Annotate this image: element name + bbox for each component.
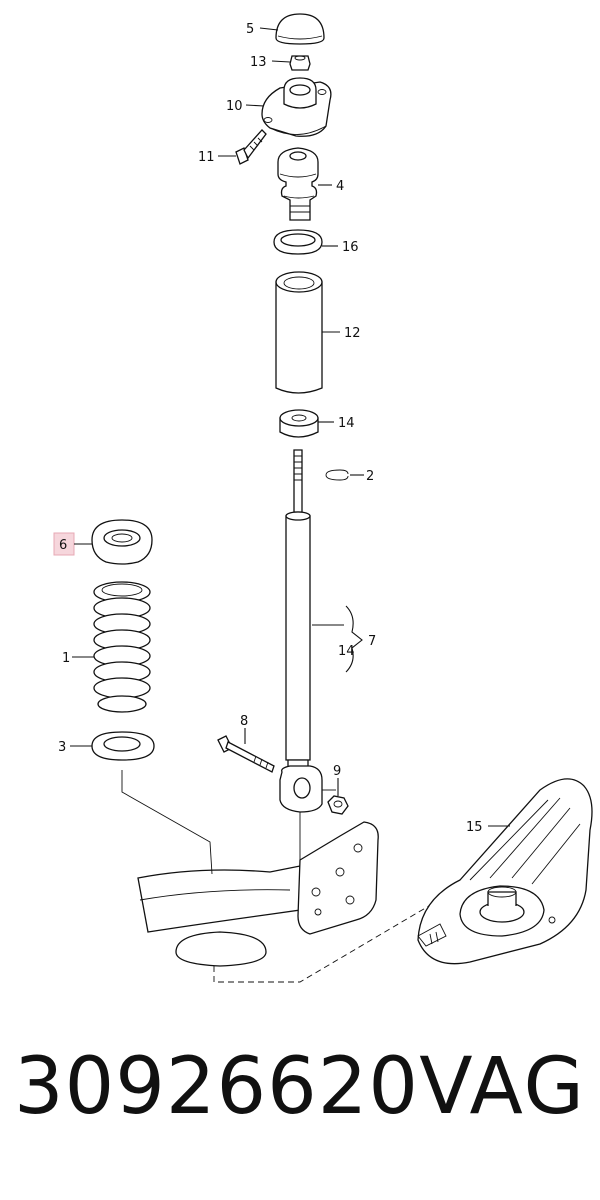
callout-5: 5 bbox=[246, 22, 254, 37]
callout-8: 8 bbox=[240, 714, 248, 729]
brand-name: VAG bbox=[419, 1042, 586, 1132]
callout-14b: 14 bbox=[338, 644, 355, 659]
part-number: 30926620 bbox=[14, 1042, 420, 1132]
callout-7: 7 bbox=[368, 634, 376, 649]
part-10-strut-mount bbox=[261, 77, 332, 137]
part-11-bolt bbox=[235, 129, 267, 165]
callout-1: 1 bbox=[62, 651, 70, 666]
part-1-coil-spring bbox=[93, 581, 151, 713]
exploded-parts-diagram: 5 13 10 11 4 16 bbox=[53, 13, 593, 983]
part-14-buffer bbox=[279, 409, 319, 438]
callout-9: 9 bbox=[333, 764, 341, 779]
part-9-nut bbox=[327, 795, 349, 815]
rear-axle-beam bbox=[137, 821, 379, 967]
part-13-nut bbox=[289, 55, 311, 71]
callout-11: 11 bbox=[198, 150, 215, 165]
callout-14a: 14 bbox=[338, 416, 355, 431]
part-6-spring-seat bbox=[91, 519, 153, 565]
part-15-spring-seat-bracket bbox=[417, 778, 593, 965]
part-4-bump-stop bbox=[277, 147, 319, 221]
callout-10: 10 bbox=[226, 99, 243, 114]
part-5-dome-cap bbox=[275, 13, 325, 45]
shock-absorber bbox=[279, 449, 336, 813]
part-8-bolt bbox=[217, 735, 275, 773]
footer: 30926620 VAG bbox=[0, 1040, 600, 1150]
callout-12: 12 bbox=[344, 326, 361, 341]
callout-3: 3 bbox=[58, 740, 66, 755]
part-3-lower-spring-pad bbox=[91, 731, 155, 761]
callout-15: 15 bbox=[466, 820, 483, 835]
part-16-ring bbox=[273, 229, 323, 255]
callout-6: 6 bbox=[59, 538, 67, 553]
part-12-protective-tube bbox=[275, 271, 323, 394]
part-2-circlip bbox=[325, 469, 349, 481]
callout-4: 4 bbox=[336, 179, 344, 194]
callout-13: 13 bbox=[250, 55, 267, 70]
callout-16: 16 bbox=[342, 240, 359, 255]
callout-2: 2 bbox=[366, 469, 374, 484]
